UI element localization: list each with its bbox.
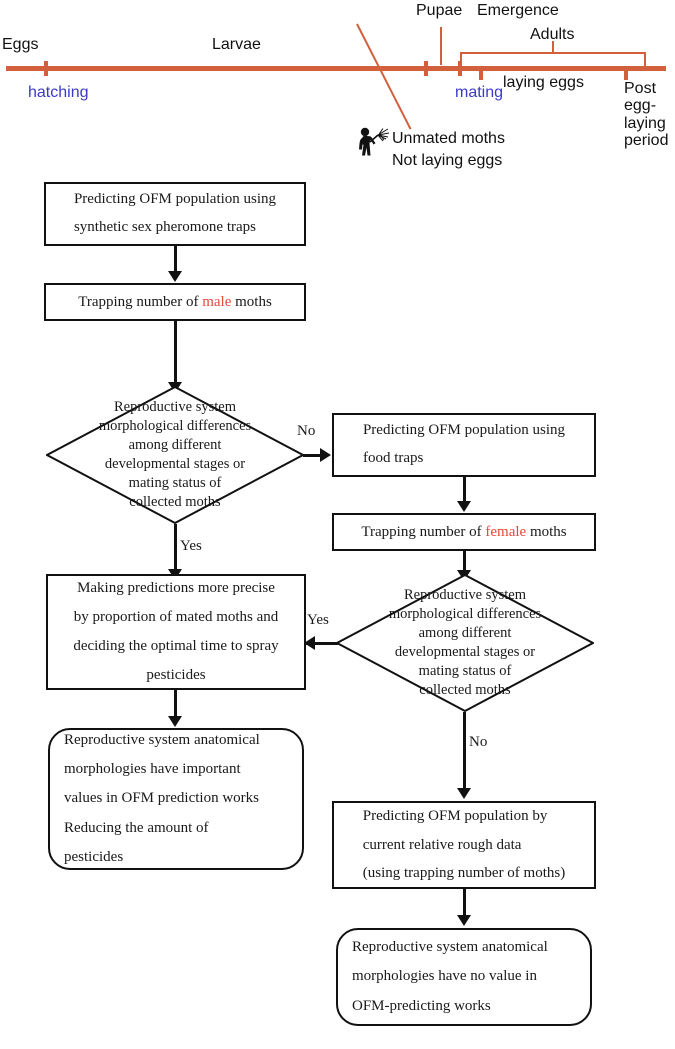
timeline-label-eggs: Eggs [2, 36, 39, 53]
node-n8-line-2: morphologies have no value in [352, 968, 537, 985]
node-predicting-ofm-food-traps[interactable]: Predicting OFM population using food tra… [332, 413, 596, 477]
node-predicting-ofm-pheromone-traps[interactable]: Predicting OFM population using syntheti… [44, 182, 306, 246]
connector-n7-n8 [463, 889, 466, 917]
branch-label-d2-yes: Yes [307, 612, 329, 628]
timeline-tick-post-egg-laying [624, 66, 628, 80]
d1-line-2: morphological differences [98, 417, 252, 434]
adults-bracket-left-end [460, 52, 462, 67]
connector-d1-no [303, 454, 327, 457]
post-period-line-3: laying [624, 114, 666, 132]
node-n6-line-4: Reducing the amount of [64, 819, 209, 836]
node-n5-line-2: by proportion of mated moths and [73, 608, 279, 625]
arrowhead-n7-n8 [457, 915, 471, 926]
arrowhead-d2-yes [304, 636, 315, 650]
timeline-label-larvae: Larvae [212, 36, 261, 53]
d2-line-2: morphological differences [388, 605, 542, 622]
life-cycle-timeline: Eggs Larvae Pupae Emergence Adults hatch… [0, 0, 675, 178]
d2-line-6: collected moths [419, 682, 511, 699]
node-n4-prefix: Trapping number of [361, 524, 486, 540]
timeline-label-emergence: Emergence [477, 2, 559, 19]
timeline-tick-hatching [44, 61, 48, 76]
d2-line-3: among different [418, 624, 512, 641]
d2-line-4: developmental stages or [394, 644, 536, 660]
unmated-moths-line-2: Not laying eggs [392, 151, 503, 169]
adults-bracket [460, 52, 646, 54]
post-period-line-2: egg- [624, 97, 657, 115]
arrowhead-n1-n2 [168, 271, 182, 282]
node-n6-line-5: pesticides [64, 848, 124, 865]
node-n4-highlight: female [485, 524, 527, 540]
node-n1-line-1: Predicting OFM population using [73, 191, 277, 208]
post-period-line-4: period [624, 131, 669, 149]
node-n2-prefix: Trapping number of [78, 294, 203, 310]
person-with-insect-net-icon [359, 127, 390, 156]
unmated-moths-annotation: Unmated moths Not laying eggs [392, 128, 505, 171]
node-predicting-ofm-rough-data[interactable]: Predicting OFM population by current rel… [332, 801, 596, 889]
node-n5-line-3: deciding the optimal time to spray [73, 638, 279, 654]
branch-label-d1-yes: Yes [180, 538, 202, 554]
emergence-leader-line [356, 23, 412, 130]
decision-reproductive-morphology-female[interactable]: Reproductive system morphological differ… [336, 574, 594, 712]
arrowhead-d2-no [457, 788, 471, 799]
node-n4-suffix: moths [526, 524, 567, 540]
node-n8-line-3: OFM-predicting works [352, 997, 491, 1014]
node-n7-line-2: current relative rough data [362, 836, 522, 853]
connector-d2-yes [306, 642, 338, 645]
d1-line-6: collected moths [129, 494, 221, 511]
adults-bracket-stem [552, 41, 554, 53]
arrowhead-n5-n6 [168, 716, 182, 727]
node-n5-line-4: pesticides [146, 667, 206, 684]
timeline-tick-pupae [424, 61, 428, 76]
node-n8-line-1: Reproductive system anatomical [352, 939, 548, 956]
node-n6-line-3: values in OFM prediction works [64, 790, 259, 807]
connector-n1-n2 [174, 246, 177, 272]
timeline-tick-emergence [458, 61, 462, 76]
node-n7-line-3: (using trapping number of moths) [362, 865, 566, 882]
node-n5-line-1: Making predictions more precise [77, 579, 275, 596]
node-n2-highlight: male [202, 294, 232, 310]
d2-line-1: Reproductive system [403, 586, 526, 603]
timeline-tick-mating [479, 66, 483, 80]
d1-line-1: Reproductive system [113, 398, 236, 415]
d2-line-5: mating status of [418, 663, 512, 680]
terminator-morphologies-important-values[interactable]: Reproductive system anatomical morpholog… [48, 728, 304, 870]
unmated-moths-line-1: Unmated moths [392, 130, 505, 147]
node-n2-suffix: moths [231, 294, 272, 310]
timeline-axis [6, 66, 666, 71]
connector-d1-yes [174, 524, 177, 574]
arrowhead-d1-no [320, 448, 331, 462]
timeline-label-adults: Adults [530, 26, 575, 43]
d1-line-3: among different [128, 436, 222, 453]
connector-n5-n6 [174, 690, 177, 718]
arrowhead-n3-n4 [457, 501, 471, 512]
branch-label-d2-no: No [469, 734, 488, 750]
terminator-morphologies-no-value[interactable]: Reproductive system anatomical morpholog… [336, 928, 592, 1026]
post-period-line-1: Post [624, 80, 657, 97]
branch-label-d1-no: No [297, 423, 316, 439]
node-making-predictions-precise[interactable]: Making predictions more precise by propo… [46, 574, 306, 690]
timeline-label-hatching: hatching [28, 84, 89, 101]
connector-n4-d2 [463, 551, 466, 575]
timeline-label-post-egg-laying-period: Post egg- laying period [624, 80, 674, 149]
connector-n2-d1 [174, 321, 177, 386]
timeline-label-mating: mating [455, 84, 504, 101]
decision-reproductive-morphology-male[interactable]: Reproductive system morphological differ… [46, 386, 304, 524]
node-n6-line-1: Reproductive system anatomical [64, 731, 260, 748]
flowchart: Predicting OFM population using syntheti… [0, 178, 675, 1049]
node-n3-line-2: food traps [362, 450, 424, 466]
node-n6-line-2: morphologies have important [64, 761, 241, 778]
node-n7-line-1: Predicting OFM population by [362, 808, 548, 825]
d1-line-4: developmental stages or [104, 456, 246, 472]
pupae-leader-line [440, 27, 442, 65]
node-n3-line-1: Predicting OFM population using [362, 422, 566, 439]
connector-d2-no [463, 712, 466, 792]
d1-line-5: mating status of [128, 475, 222, 492]
connector-n3-n4 [463, 477, 466, 502]
timeline-label-laying-eggs: laying eggs [503, 74, 584, 91]
node-trapping-number-female-moths[interactable]: Trapping number of female moths [332, 513, 596, 551]
timeline-label-pupae: Pupae [416, 2, 463, 19]
node-n1-line-2: synthetic sex pheromone traps [73, 219, 256, 235]
node-trapping-number-male-moths[interactable]: Trapping number of male moths [44, 283, 306, 321]
adults-bracket-right-end [644, 52, 646, 67]
